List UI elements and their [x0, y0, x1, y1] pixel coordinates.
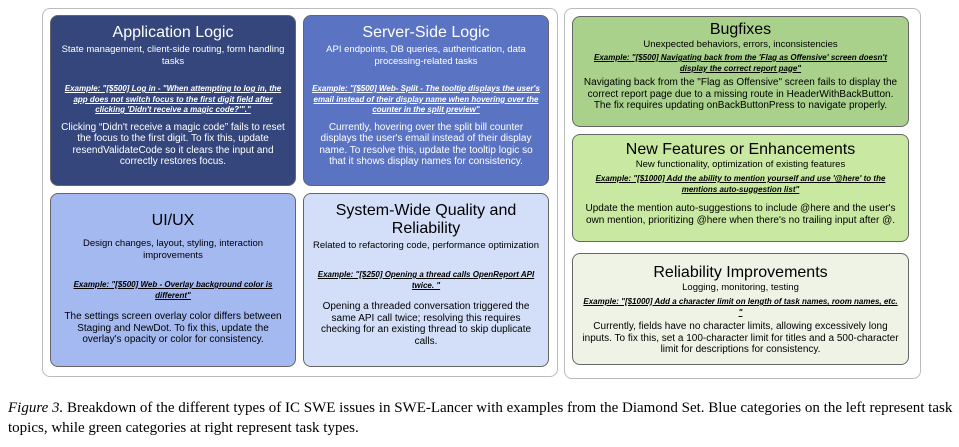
card-description: Navigating back from the "Flag as Offens… [583, 77, 898, 111]
caption-label: Figure 3. [8, 400, 64, 416]
card-reliability-improvements: Reliability Improvements Logging, monito… [572, 253, 909, 365]
card-system-wide-quality: System-Wide Quality and Reliability Rela… [303, 193, 549, 367]
card-subtitle: API endpoints, DB queries, authenticatio… [326, 44, 526, 67]
card-example: Example: "[$1000] Add a character limit … [583, 297, 898, 317]
card-title: New Features or Enhancements [625, 141, 856, 158]
card-example: Example: "[$1000] Add the ability to men… [595, 174, 886, 194]
card-example: Example: "[$250] Opening a thread calls … [317, 270, 535, 290]
card-example: Example: "[$500] Navigating back from th… [593, 53, 887, 73]
card-title: Reliability Improvements [653, 264, 828, 281]
card-subtitle: Related to refactoring code, performance… [312, 240, 539, 251]
card-server-side-logic: Server-Side Logic API endpoints, DB quer… [303, 15, 549, 186]
card-application-logic: Application Logic State management, clie… [50, 15, 296, 186]
card-title: Application Logic [112, 24, 234, 41]
card-title: UI/UX [151, 212, 195, 229]
card-description: The settings screen overlay color differ… [64, 311, 282, 345]
card-title: Server-Side Logic [362, 24, 490, 41]
figure-caption: Figure 3. Breakdown of the different typ… [8, 398, 953, 438]
card-subtitle: Logging, monitoring, testing [682, 282, 799, 293]
card-title: Bugfixes [709, 21, 772, 38]
card-description: Currently, fields have no character limi… [582, 321, 899, 355]
card-subtitle: Unexpected behaviors, errors, inconsiste… [643, 39, 838, 50]
card-example: Example: "[$500] Log in - "When attempti… [64, 84, 282, 114]
card-ui-ux: UI/UX Design changes, layout, styling, i… [50, 193, 296, 367]
card-subtitle: Design changes, layout, styling, interac… [82, 238, 264, 261]
card-description: Currently, hovering over the split bill … [319, 121, 533, 168]
card-description: Update the mention auto-suggestions to i… [585, 203, 896, 226]
card-subtitle: New functionality, optimization of exist… [635, 159, 846, 170]
caption-text: Breakdown of the different types of IC S… [8, 400, 953, 436]
card-bugfixes: Bugfixes Unexpected behaviors, errors, i… [572, 16, 909, 127]
card-description: Opening a threaded conversation triggere… [320, 301, 532, 347]
card-new-features: New Features or Enhancements New functio… [572, 134, 909, 242]
card-example: Example: "[$500] Web - Overlay backgroun… [73, 280, 273, 300]
card-subtitle: State management, client-side routing, f… [61, 44, 285, 67]
card-title: System-Wide Quality and Reliability [335, 202, 517, 237]
card-description: Clicking “Didn't receive a magic code” f… [61, 121, 285, 168]
card-example: Example: "[$500] Web- Split - The toolti… [312, 84, 540, 114]
